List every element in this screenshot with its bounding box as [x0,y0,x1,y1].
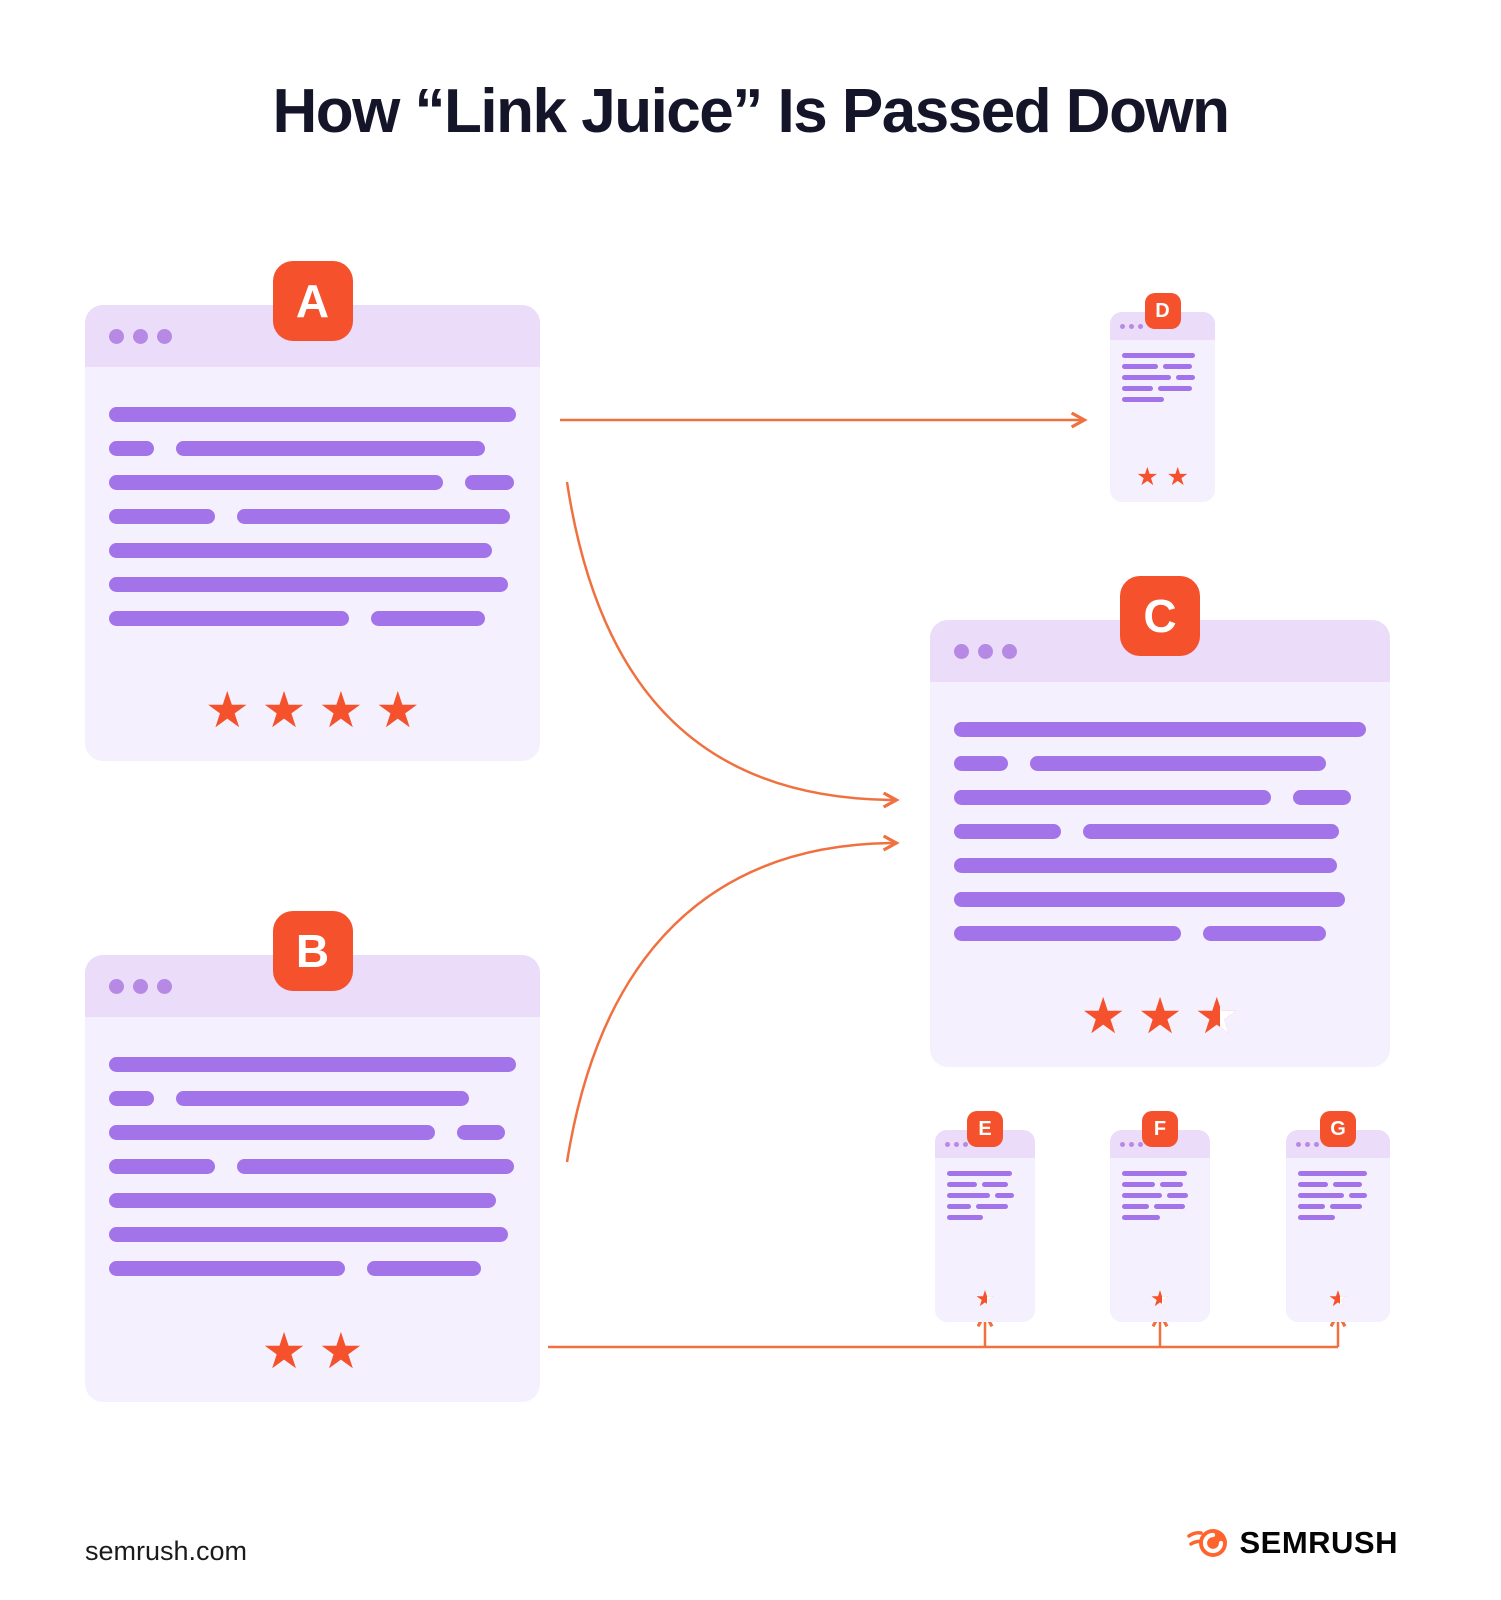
window-dot-icon [954,1141,959,1147]
window-dot-icon [1138,323,1143,329]
page-label-f: F [1142,1111,1178,1147]
star-rating-b: ★★ [261,1323,364,1379]
page-title: How “Link Juice” Is Passed Down [272,77,1230,146]
arrow-b-to-c [565,843,897,1163]
page-content-e: ★ [935,1158,1035,1322]
window-dot-icon [157,978,172,994]
page-card-f: F ★ [1110,1111,1210,1322]
page-label-d: D [1144,293,1181,329]
window-dot-icon [1314,1141,1319,1147]
page-card-b: B ★★ [85,911,540,1402]
window-dot-icon [1002,643,1017,659]
text-lines-a [109,407,516,645]
text-lines-f [1122,1171,1198,1226]
page-label-e: E [967,1111,1003,1147]
window-dot-icon [1120,1141,1125,1147]
window-dot-icon [1138,1141,1143,1147]
page-label-g: G [1320,1111,1356,1147]
window-dot-icon [1296,1141,1301,1147]
window-dot-icon [1129,323,1134,329]
window-dot-icon [157,328,172,344]
window-dot-icon [954,643,969,659]
star-rating-f: ★ [1122,1288,1198,1311]
window-dot-icon [1305,1141,1310,1147]
star-rating-g: ★ [1298,1288,1378,1311]
page-content-g: ★ [1286,1158,1390,1322]
page-card-g: G ★ [1286,1111,1390,1322]
page-label-c: C [1120,576,1200,656]
text-lines-c [954,722,1366,960]
star-rating-e: ★ [947,1288,1023,1311]
page-card-a: A ★★★★ [85,261,540,761]
page-card-d: D ★★ [1110,293,1215,502]
page-card-e: E ★ [935,1111,1035,1322]
semrush-logo: SEMRUSH [1187,1524,1398,1562]
text-lines-e [947,1171,1023,1226]
window-dot-icon [1120,323,1125,329]
page-content-a: ★★★★ [85,367,540,761]
star-rating-d: ★★ [1136,463,1189,491]
window-dot-icon [978,643,993,659]
window-dot-icon [109,328,124,344]
page-content-f: ★ [1110,1158,1210,1322]
arrow-a-to-c [565,481,897,800]
window-dot-icon [133,978,148,994]
window-dot-icon [133,328,148,344]
window-dot-icon [109,978,124,994]
star-rating-c: ★★★ [954,991,1366,1041]
window-dot-icon [963,1141,968,1147]
page-card-c: C ★★★ [930,576,1390,1067]
semrush-icon [1187,1529,1228,1557]
source-site: semrush.com [85,1536,248,1566]
page-label-b: B [272,911,353,991]
text-lines-g [1298,1171,1378,1226]
page-content-c: ★★★ [930,682,1390,1067]
page-content-b: ★★ [85,1017,540,1402]
star-rating-a: ★★★★ [204,682,421,738]
semrush-wordmark: SEMRUSH [1239,1525,1398,1560]
window-dot-icon [945,1141,950,1147]
text-lines-d [1122,353,1203,408]
page-content-d: ★★ [1110,340,1215,502]
text-lines-b [109,1057,516,1295]
window-dot-icon [1129,1141,1134,1147]
page-label-a: A [272,261,353,341]
